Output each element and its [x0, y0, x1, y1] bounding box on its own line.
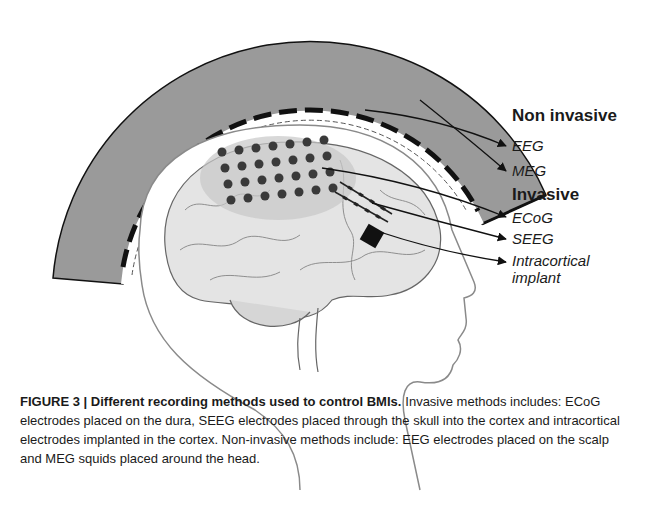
ecog-electrode [261, 192, 270, 201]
ecog-electrode [292, 172, 301, 181]
ecog-electrode [252, 144, 261, 153]
ecog-grid [218, 136, 338, 205]
ecog-electrode [227, 196, 236, 205]
ecog-electrode [278, 190, 287, 199]
method-label: EEG [512, 137, 642, 154]
seeg-contact [348, 187, 352, 189]
seeg-electrodes [335, 182, 392, 222]
ecog-electrode [235, 146, 244, 155]
ecog-electrode [272, 158, 281, 167]
ecog-electrode [312, 186, 321, 195]
ecog-electrode [238, 162, 247, 171]
ecog-electrode [309, 170, 318, 179]
ecog-electrode [258, 176, 267, 185]
seeg-contact [365, 209, 369, 211]
seeg-contact [381, 207, 385, 209]
cerebellum [230, 300, 310, 326]
intracortical-implant [360, 224, 385, 249]
brain-stem [298, 308, 318, 372]
leader-arrows [322, 100, 506, 262]
ecog-electrode [241, 178, 250, 187]
ecog-electrode [286, 140, 295, 149]
seeg-contact [370, 200, 374, 202]
figure-caption: FIGURE 3 | Different recording methods u… [20, 392, 630, 468]
method-label: SEEG [512, 230, 642, 247]
method-label: ECoG [512, 209, 642, 226]
ecog-electrode [255, 160, 264, 169]
method-label: MEG [512, 162, 642, 179]
seeg-contact [376, 215, 380, 217]
ecog-electrode [295, 188, 304, 197]
ecog-electrode [306, 154, 315, 163]
seeg-contacts [343, 187, 385, 218]
group-heading: Invasive [512, 185, 642, 205]
ecog-electrode [329, 184, 338, 193]
ecog-electrode [323, 152, 332, 161]
ecog-electrode [218, 148, 227, 157]
seeg-contact [354, 203, 358, 205]
figure-title: FIGURE 3 | Different recording methods u… [20, 394, 401, 409]
ecog-electrode [269, 142, 278, 151]
group-heading: Non invasive [512, 106, 642, 126]
ecog-electrode [275, 174, 284, 183]
seeg-contact [343, 197, 347, 199]
ecog-electrode [303, 138, 312, 147]
ecog-electrode [289, 156, 298, 165]
method-label: Intracortical implant [512, 252, 612, 287]
ecog-electrode [244, 194, 253, 203]
seeg-contact [359, 194, 363, 196]
ecog-electrode [224, 180, 233, 189]
ecog-region [200, 136, 356, 220]
ecog-electrode [320, 136, 329, 145]
ecog-electrode [221, 164, 230, 173]
